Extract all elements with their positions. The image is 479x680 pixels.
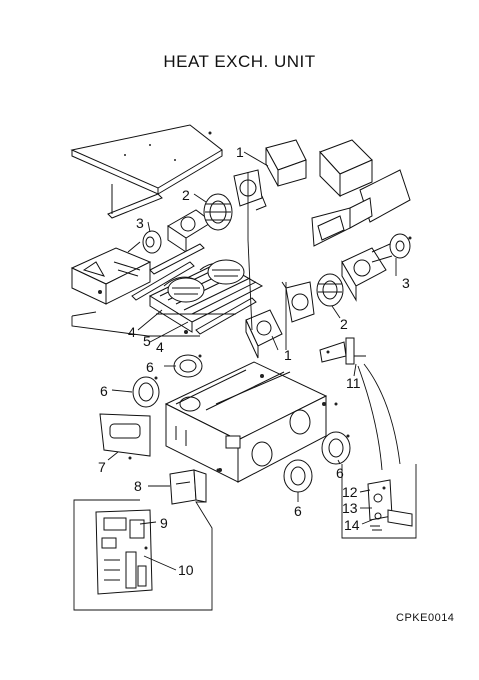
callout-3: 3	[136, 215, 144, 231]
callout-6: 6	[336, 465, 344, 481]
callout-6: 6	[146, 359, 154, 375]
drawing-code: CPKE0014	[396, 612, 455, 624]
callout-labels: 1 1 2 2 3 3 4 4 5 6 6 6 6 7 8 9 10 11 12…	[98, 144, 410, 578]
leader-lines	[71, 151, 401, 571]
callout-3: 3	[402, 275, 410, 291]
duct-collar-upper-left	[173, 354, 203, 378]
control-pcb	[95, 509, 153, 595]
callout-13: 13	[342, 500, 358, 516]
main-cabinet	[164, 361, 328, 483]
left-blower-wheel	[203, 193, 233, 231]
callout-5: 5	[143, 333, 151, 349]
diagram-title: HEAT EXCH. UNIT	[163, 52, 316, 71]
callout-9: 9	[160, 515, 168, 531]
upper-duct-pieces	[265, 139, 411, 247]
callout-6: 6	[100, 383, 108, 399]
right-fan-casing-half	[281, 281, 315, 323]
left-motor	[127, 230, 162, 254]
callout-8: 8	[134, 478, 142, 494]
callout-6: 6	[294, 503, 302, 519]
callout-4: 4	[156, 339, 164, 355]
top-cover-panel	[70, 124, 223, 219]
control-box	[169, 468, 220, 505]
heat-exchanger-core	[148, 259, 264, 333]
callout-2: 2	[182, 187, 190, 203]
pcb-inset-frame	[73, 499, 213, 611]
left-duct-housing	[70, 247, 152, 305]
callout-11: 11	[346, 375, 361, 391]
access-panel	[99, 413, 151, 460]
callout-2: 2	[340, 316, 348, 332]
callout-12: 12	[342, 484, 358, 500]
duct-collar-lower-right	[321, 431, 351, 465]
callout-1: 1	[236, 144, 244, 160]
right-fan-assembly	[341, 233, 412, 302]
callout-7: 7	[98, 459, 106, 475]
callout-14: 14	[344, 517, 360, 533]
callout-4: 4	[128, 324, 136, 340]
duct-collar-lower-center	[283, 459, 313, 493]
center-fan-casing	[245, 309, 283, 359]
duct-collar-lower-left	[132, 376, 160, 408]
callout-1: 1	[284, 347, 292, 363]
right-blower-wheel	[316, 273, 344, 307]
switch-bracket	[319, 337, 366, 406]
air-filter-strips	[131, 243, 257, 335]
callout-10: 10	[178, 562, 194, 578]
